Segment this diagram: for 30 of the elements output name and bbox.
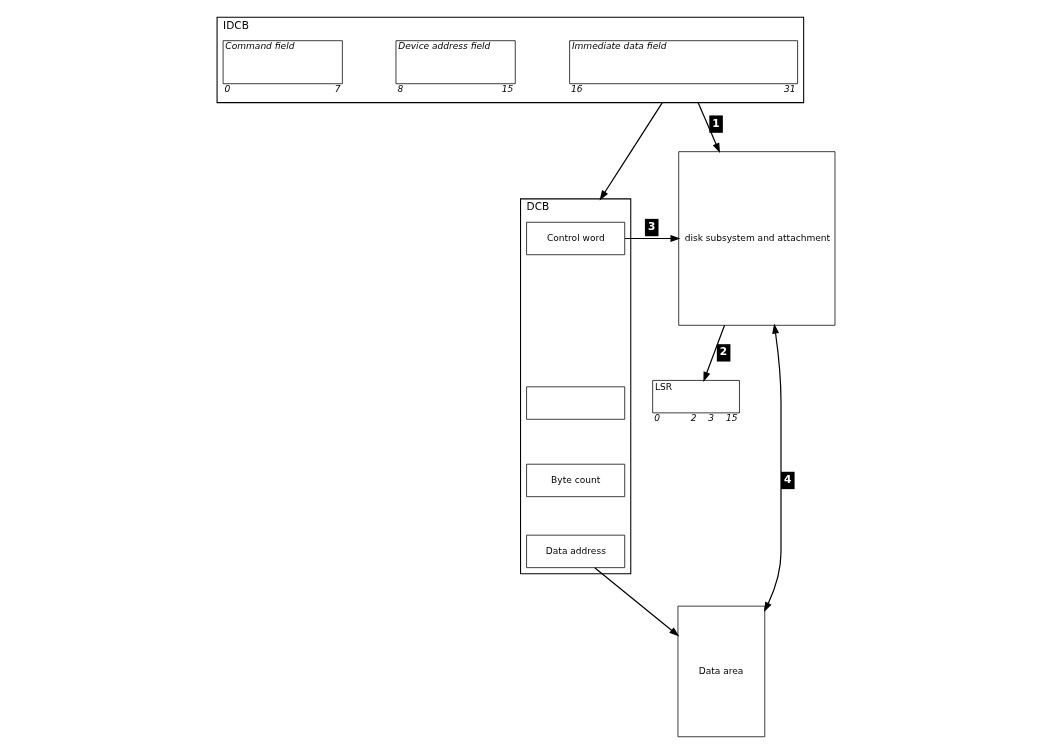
arrow [593, 567, 679, 637]
node-box: Data area [677, 605, 765, 738]
node-box: Data address [525, 534, 625, 568]
node-label: 31 [783, 83, 796, 94]
node-box: Control word [525, 221, 625, 256]
arrow [702, 324, 725, 382]
node-box: disk subsystem and attachment [677, 151, 835, 326]
arrow [599, 102, 663, 201]
node-box [525, 386, 625, 420]
node-box: Command field [222, 40, 343, 85]
edge-label: 1 [711, 116, 720, 129]
node-box: Byte count [525, 463, 625, 498]
node-box: Immediate data field [568, 40, 798, 85]
edge-label: 3 [647, 219, 655, 232]
node-label: 2 [690, 412, 697, 423]
node-label: 15 [725, 412, 737, 423]
edge-label: 2 [719, 345, 727, 358]
node-box: LSR [651, 380, 740, 414]
node-label: 8 [396, 83, 403, 94]
node-label: 15 [501, 83, 513, 94]
arrow [763, 323, 782, 613]
arrow [623, 235, 680, 242]
node-label: 3 [707, 412, 714, 423]
node-label: 0 [653, 412, 660, 423]
node-label: 16 [570, 83, 583, 94]
edge-label: 4 [783, 472, 791, 485]
arrow [696, 102, 720, 154]
node-label: 7 [334, 83, 341, 94]
node-label: 0 [224, 83, 230, 94]
node-box: Device address field [395, 40, 516, 85]
